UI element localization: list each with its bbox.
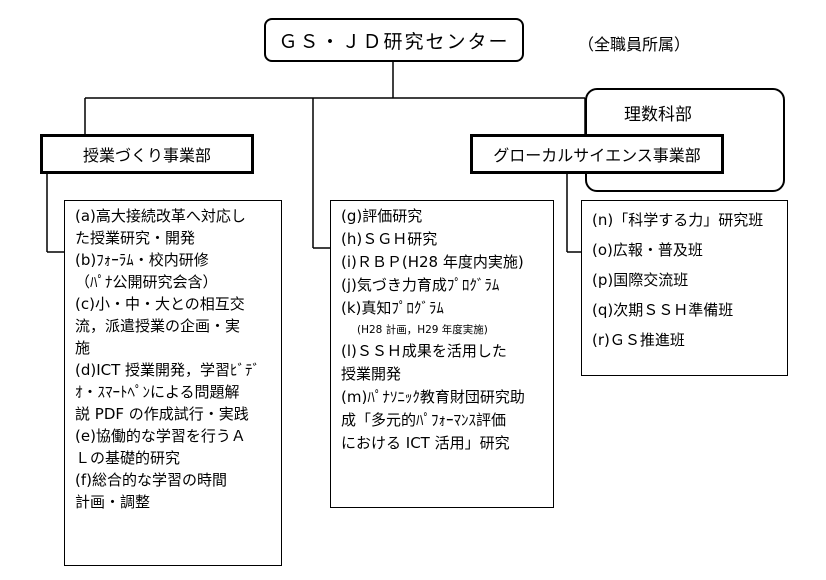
lesson-task-list: (a)高大接続改革へ対応した授業研究・開発 (b)ﾌｫｰﾗﾑ・校内研修 （ﾊﾟﾅ公開…: [64, 200, 282, 566]
list-item: (h)ＳＧＨ研究: [341, 230, 438, 248]
list-item: (g)評価研究: [341, 207, 423, 225]
list-item: 流，派遣授業の企画・実: [75, 317, 241, 335]
science-task-list: (n)「科学する力」研究班 (o)広報・普及班 (p)国際交流班 (q)次期ＳＳＨ準備…: [581, 200, 788, 376]
list-item: (n)「科学する力」研究班: [592, 211, 764, 229]
list-item: (b)ﾌｫｰﾗﾑ・校内研修: [75, 251, 209, 269]
list-item: (d)ICT 授業開発，学習ﾋﾞﾃﾞ: [75, 361, 261, 379]
list-item: ｵ・ｽﾏｰﾄﾍﾟﾝによる問題解: [75, 383, 240, 401]
list-item: (m)ﾊﾟﾅｿﾆｯｸ教育財団研究助: [341, 388, 525, 406]
list-item: (j)気づき力育成ﾌﾟﾛｸﾞﾗﾑ: [341, 276, 500, 294]
lesson-dept-box: 授業づくり事業部: [40, 134, 254, 174]
research-task-list: (g)評価研究 (h)ＳＧＨ研究 (i)ＲＢＰ(H28 年度内実施) (j)気づき力育…: [330, 200, 554, 508]
list-item: (a)高大接続改革へ対応し: [75, 207, 246, 225]
lesson-dept-label: 授業づくり事業部: [82, 146, 211, 165]
list-item: (o)広報・普及班: [592, 241, 703, 259]
center-title: ＧＳ・ＪＤ研究センター: [278, 30, 510, 53]
list-item: (r)ＧＳ推進班: [592, 331, 685, 349]
center-note: （全職員所属）: [578, 35, 691, 54]
list-item: （ﾊﾟﾅ公開研究会含）: [75, 273, 218, 291]
list-item: (p)国際交流班: [592, 271, 689, 289]
list-item: Ｌの基礎的研究: [75, 449, 181, 467]
list-item: 説 PDF の作成試行・実践: [75, 405, 249, 423]
list-item: (k)真知ﾌﾟﾛｸﾞﾗﾑ: [341, 299, 444, 317]
list-item: (H28 計画，H29 年度実施): [357, 324, 488, 336]
glocal-dept-box: グローカルサイエンス事業部: [470, 134, 724, 174]
list-item: (c)小・中・大との相互交: [75, 295, 245, 313]
list-item: における ICT 活用」研究: [341, 434, 510, 452]
list-item: た授業研究・開発: [75, 229, 196, 247]
list-item: (q)次期ＳＳＨ準備班: [592, 301, 734, 319]
rika-department-label: 理数科部: [624, 105, 692, 125]
glocal-dept-label: グローカルサイエンス事業部: [493, 146, 701, 165]
list-item: 成「多元的ﾊﾟﾌｫｰﾏﾝｽ評価: [341, 411, 507, 429]
list-item: (i)ＲＢＰ(H28 年度内実施): [341, 253, 524, 271]
list-item: 授業開発: [341, 365, 402, 383]
center-title-box: ＧＳ・ＪＤ研究センター: [264, 18, 524, 62]
list-item: (l)ＳＳＨ成果を活用した: [341, 342, 507, 360]
list-item: 計画・調整: [75, 493, 151, 511]
list-item: 施: [75, 339, 91, 357]
list-item: (f)総合的な学習の時間: [75, 471, 227, 489]
list-item: (e)協働的な学習を行うＡ: [75, 427, 246, 445]
